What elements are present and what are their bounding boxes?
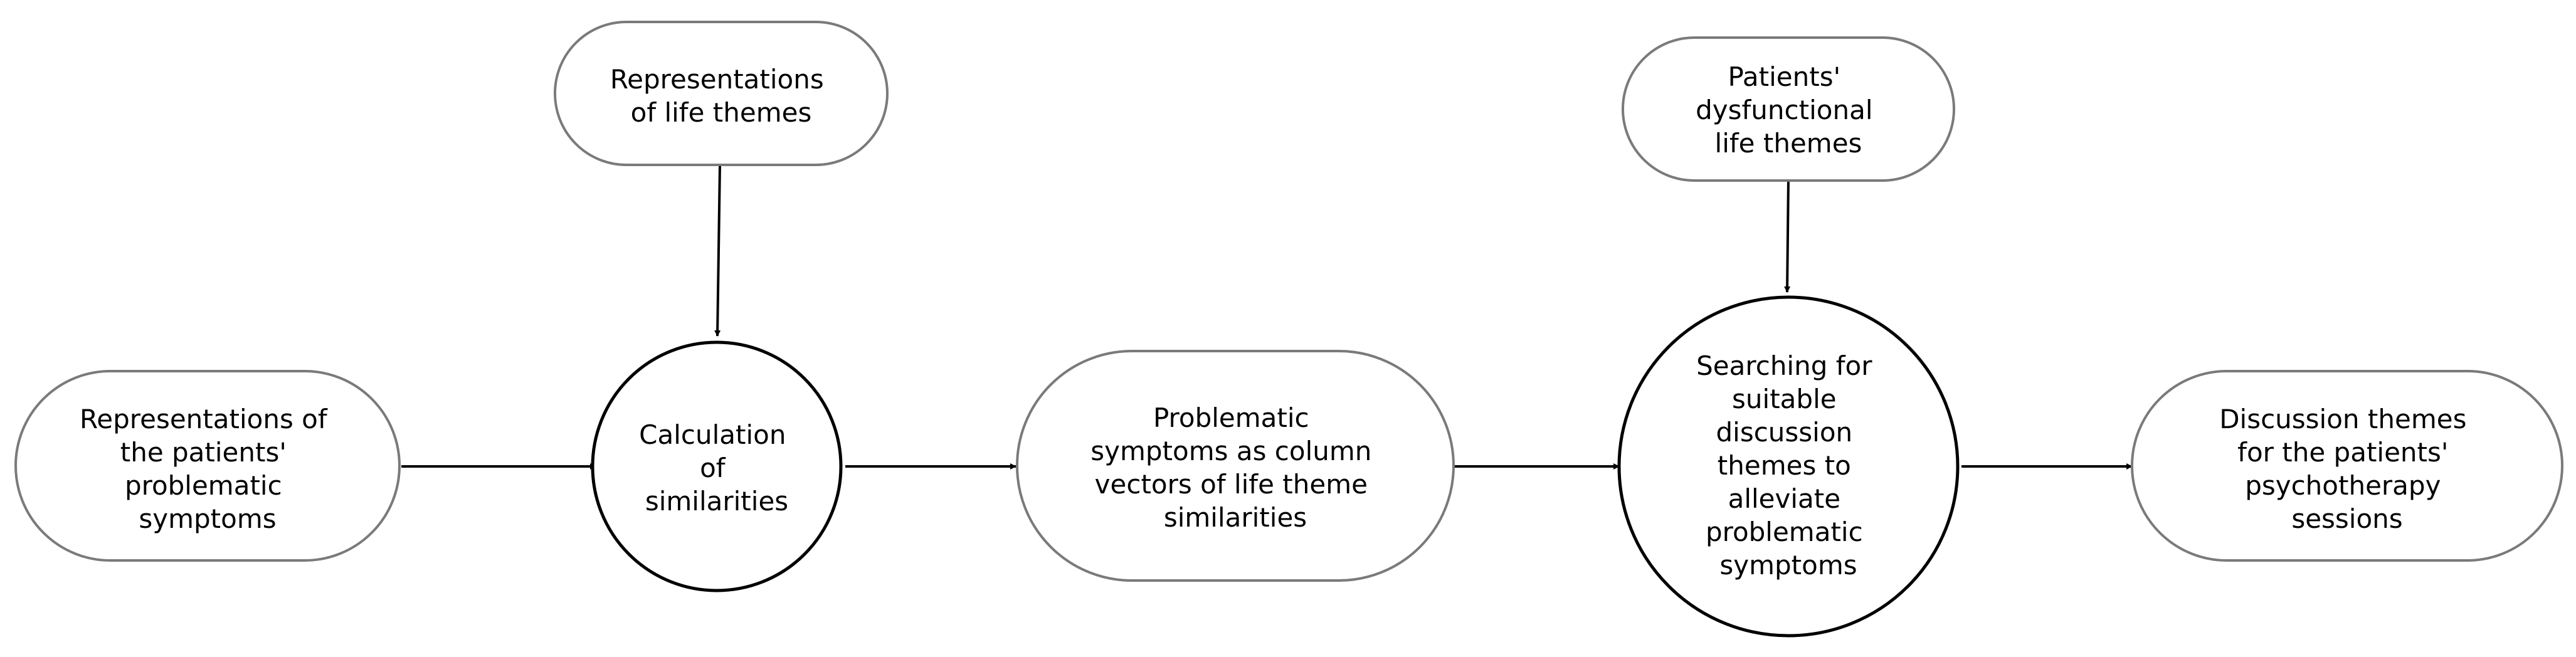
node-calculation-of-similarities: Calculation of similarities (591, 340, 843, 592)
edge-dysfunctional-to-search (1784, 178, 1791, 293)
label-line: Searching for (1696, 350, 1872, 381)
label-line: vectors of life theme (1095, 469, 1368, 500)
node-searching-discussion-themes: Searching for suitable discussion themes… (1617, 295, 1960, 638)
label-line: problematic (1706, 517, 1863, 547)
edge-lifethemes-to-calc (714, 166, 721, 337)
node-label: Calculation of similarities (639, 419, 794, 517)
label-line: symptoms (1719, 550, 1857, 581)
label-line: for the patients' (2237, 437, 2448, 468)
label-line: Patients' (1728, 61, 1840, 92)
label-line: similarities (1164, 502, 1307, 533)
label-line: Calculation (639, 419, 786, 450)
label-line: Representations of (80, 404, 328, 434)
label-line: of life themes (631, 97, 812, 128)
label-line: symptoms (139, 503, 276, 534)
label-line: similarities (645, 486, 788, 517)
node-label: Problematic symptoms as column vectors o… (1090, 402, 1380, 533)
label-line: problematic (125, 470, 282, 501)
label-line: psychotherapy (2245, 470, 2441, 501)
label-line: alleviate (1728, 483, 1840, 514)
label-line: suitable (1732, 384, 1837, 414)
label-line: sessions (2291, 503, 2402, 534)
label-line: Discussion themes (2219, 404, 2466, 434)
label-line: Problematic (1153, 402, 1309, 433)
node-label: Representations of life themes (610, 64, 832, 128)
label-line: discussion (1716, 417, 1852, 448)
label-line: the patients' (120, 437, 287, 468)
label-line: Representations (610, 64, 824, 95)
node-representations-of-life-themes: Representations of life themes (554, 21, 889, 166)
label-line: life themes (1715, 128, 1862, 159)
label-line: dysfunctional (1696, 95, 1872, 125)
node-patients-dysfunctional-life-themes: Patients' dysfunctional life themes (1622, 36, 1955, 182)
label-line: themes to (1718, 450, 1851, 481)
label-line: symptoms as column (1090, 436, 1371, 466)
node-label: Patients' dysfunctional life themes (1696, 61, 1881, 159)
node-label: Discussion themes for the patients' psyc… (2219, 404, 2475, 534)
label-line: of (700, 453, 726, 483)
node-discussion-themes: Discussion themes for the patients' psyc… (2131, 370, 2563, 562)
node-representations-of-symptoms: Representations of the patients' problem… (14, 370, 401, 562)
edges (401, 166, 2133, 470)
node-label: Representations of the patients' problem… (80, 404, 335, 534)
node-problematic-symptoms-vectors: Problematic symptoms as column vectors o… (1016, 350, 1455, 582)
node-label: Searching for suitable discussion themes… (1696, 350, 1881, 581)
